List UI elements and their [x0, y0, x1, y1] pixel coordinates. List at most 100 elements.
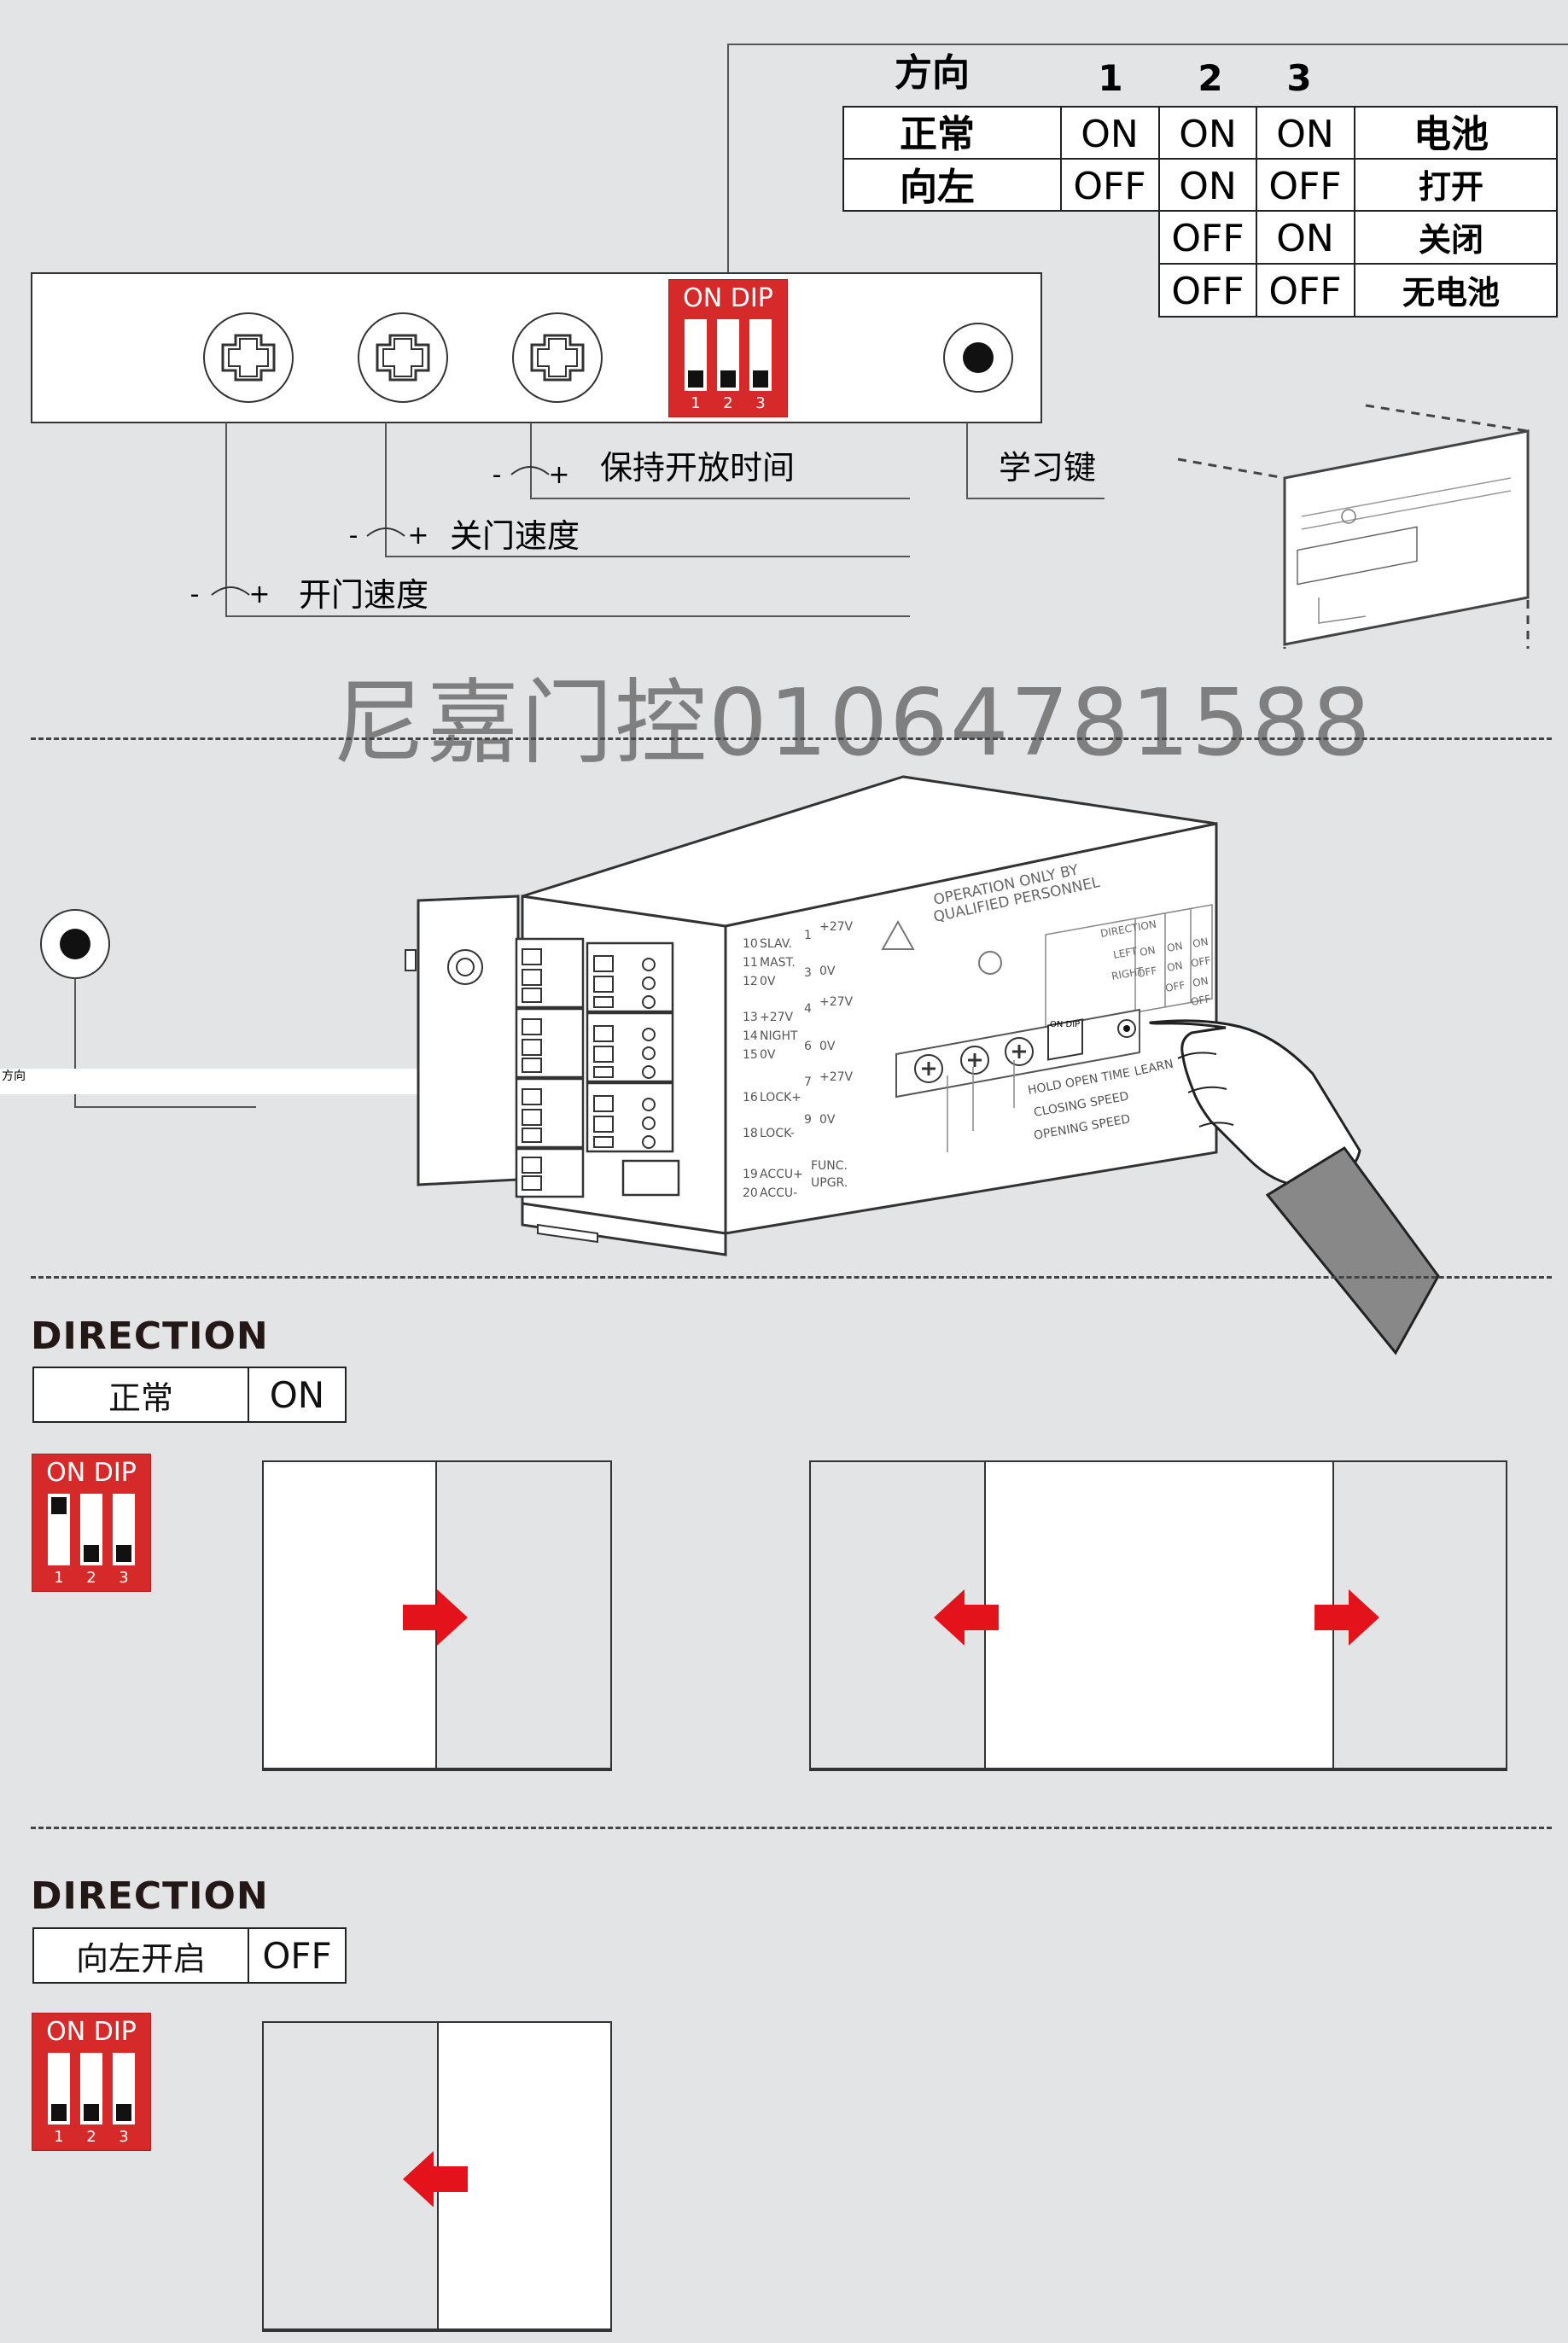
svg-text:15: 15	[743, 1048, 758, 1062]
section-1-dip-switch-1	[48, 1494, 70, 1565]
unit-direction-table	[1045, 904, 1213, 1029]
top-diagram: 方向 1 2 3 正常 ON ON ON 电池 向左 OFF ON OFF 打开…	[31, 44, 1568, 649]
section-1-state: 正常 ON	[32, 1367, 347, 1423]
callout-lines	[225, 423, 1105, 617]
svg-text:OFF: OFF	[1164, 979, 1186, 994]
close-minus: -	[349, 521, 358, 551]
dip-main-num-2: 2	[723, 394, 733, 412]
learn-key-label: 学习键	[999, 449, 1096, 487]
row-left-label: 向左	[900, 166, 975, 209]
section-1-dip: ON DIP 1 2 3	[32, 1454, 151, 1592]
dip-main-switch-3	[749, 319, 772, 391]
table-header-direction: 方向	[895, 51, 970, 95]
section-1-dip-num-3: 3	[119, 1569, 129, 1587]
svg-text:0V: 0V	[760, 975, 776, 988]
svg-text:12: 12	[743, 975, 758, 988]
svg-text:ON: ON	[1166, 940, 1184, 954]
svg-text:18: 18	[743, 1127, 758, 1140]
open-minus: -	[190, 580, 200, 609]
svg-text:OFF: OFF	[1190, 954, 1211, 970]
closing-speed-label: 关门速度	[450, 517, 580, 555]
svg-text:ON: ON	[1192, 935, 1210, 950]
section-2-dip-num-2: 2	[86, 2128, 96, 2146]
section-2-dip-num-1: 1	[54, 2128, 64, 2146]
svg-text:ON: ON	[1166, 959, 1184, 974]
section-1-dip-switch-2	[80, 1494, 102, 1565]
svg-text:SLAV.: SLAV.	[760, 937, 792, 951]
row-normal-2: ON	[1179, 113, 1237, 156]
section-1-state-label: 正常	[34, 1368, 249, 1421]
row3-3: ON	[1276, 217, 1334, 260]
side-label: 方向	[2, 1070, 26, 1083]
section-1-dip-label: ON DIP	[46, 1458, 137, 1488]
svg-text:FUNC.: FUNC.	[811, 1159, 848, 1173]
section-2-single-door	[262, 2021, 612, 2332]
svg-text:16: 16	[743, 1091, 758, 1104]
row-left-3: OFF	[1268, 165, 1341, 208]
svg-text:LEFT: LEFT	[1112, 945, 1139, 961]
section-1-double-door	[809, 1460, 1507, 1771]
svg-text:9: 9	[804, 1113, 812, 1127]
open-plus: +	[248, 580, 270, 609]
svg-text:20: 20	[743, 1186, 758, 1200]
svg-text:0V: 0V	[760, 1048, 776, 1062]
hold-open-time-label: 保持开放时间	[600, 449, 795, 487]
row-normal-3: ON	[1276, 113, 1334, 156]
row-open-label: 打开	[1419, 168, 1483, 206]
arrow-right-icon-2	[1314, 1589, 1379, 1646]
svg-text:4: 4	[804, 1002, 812, 1016]
row3-2: OFF	[1171, 217, 1244, 260]
svg-text:ACCU+: ACCU+	[760, 1168, 803, 1181]
close-plus: +	[407, 521, 428, 551]
svg-text:OFF: OFF	[1136, 965, 1157, 980]
section-1-title: DIRECTION	[31, 1314, 269, 1358]
svg-text:13: 13	[743, 1011, 758, 1024]
section-2-dip-switch-1	[48, 2053, 70, 2124]
svg-text:RIGHT: RIGHT	[1110, 965, 1145, 982]
learn-button	[943, 323, 1013, 393]
watermark-text: 尼嘉门控01064781588	[333, 670, 1373, 777]
dip-main-num-1: 1	[691, 394, 701, 412]
dip-main-switch-2	[717, 319, 739, 391]
svg-text:MAST.: MAST.	[760, 956, 796, 970]
warning-icon	[881, 919, 915, 950]
svg-text:3: 3	[804, 966, 812, 980]
svg-text:ON: ON	[1139, 944, 1157, 959]
scale-arcs	[211, 466, 550, 596]
divider-1	[31, 737, 1552, 740]
side-label-band	[0, 1069, 418, 1094]
unit-illustration: 方向	[0, 775, 1440, 1355]
arrow-left-icon	[934, 1589, 999, 1646]
row-normal-label: 正常	[900, 113, 975, 156]
section-2-title: DIRECTION	[31, 1874, 269, 1918]
table-header-2: 2	[1198, 57, 1222, 99]
svg-text:+27V: +27V	[819, 1070, 854, 1084]
svg-text:7: 7	[804, 1075, 812, 1089]
opening-speed-label: 开门速度	[299, 576, 428, 614]
section-2-state-label: 向左开启	[34, 1929, 249, 1982]
hold-open-time-knob	[512, 312, 603, 403]
svg-text:11: 11	[743, 956, 758, 970]
unit-dip	[1047, 1018, 1083, 1061]
row-left-2: ON	[1179, 165, 1237, 208]
row-left-1: OFF	[1073, 165, 1145, 208]
row4-2: OFF	[1171, 270, 1244, 313]
opening-speed-knob	[203, 312, 294, 403]
dip-main-label: ON DIP	[683, 283, 773, 313]
unit-thumbnail	[1177, 404, 1530, 649]
svg-text:14: 14	[743, 1029, 758, 1043]
section-2-dip: ON DIP 1 2 3	[32, 2013, 151, 2151]
svg-text:NIGHT: NIGHT	[760, 1029, 798, 1043]
svg-text:LOCK-: LOCK-	[760, 1127, 795, 1140]
row4-3: OFF	[1268, 270, 1341, 313]
section-1-dip-switch-3	[113, 1494, 135, 1565]
arrow-right-icon	[403, 1589, 468, 1646]
row-battery-label: 电池	[1414, 113, 1489, 156]
dip-main-num-3: 3	[755, 394, 766, 412]
divider-3	[31, 1827, 1552, 1829]
closing-speed-knob	[358, 312, 448, 403]
divider-2	[31, 1276, 1552, 1279]
svg-text:ACCU-: ACCU-	[760, 1186, 797, 1200]
